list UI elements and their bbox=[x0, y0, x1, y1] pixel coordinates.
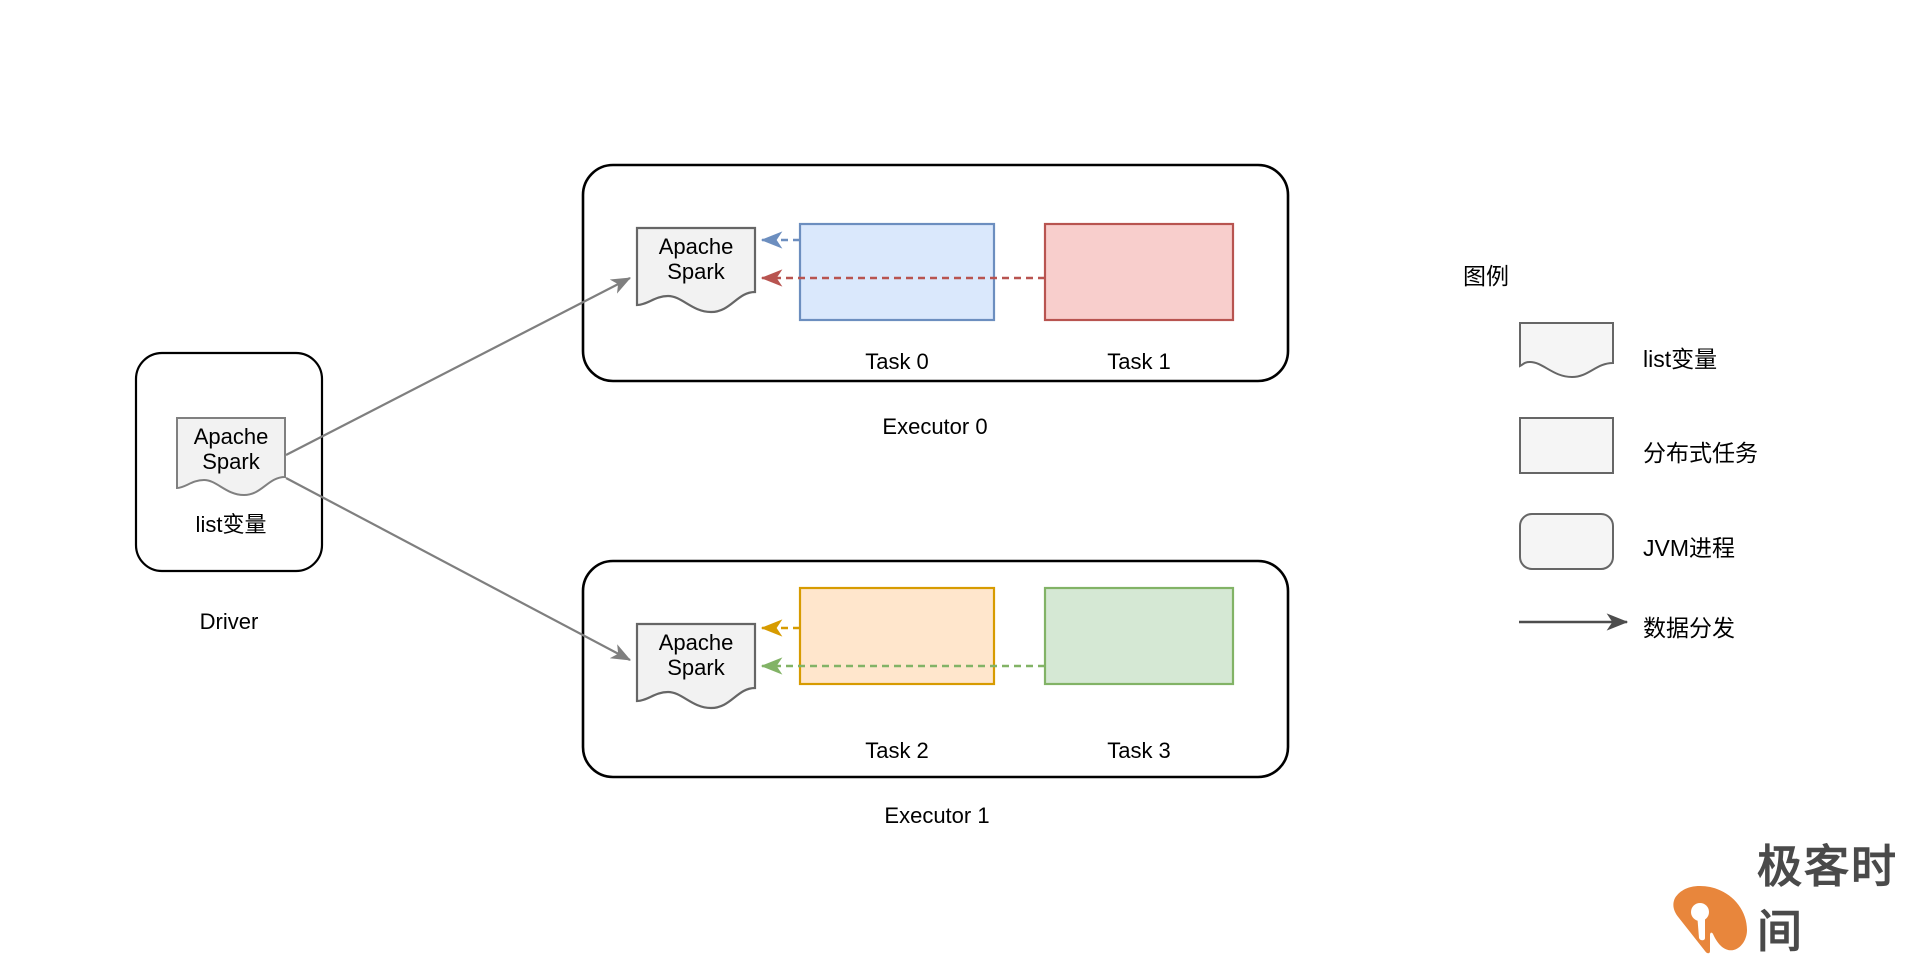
driver-spark-line-1: Apache bbox=[193, 424, 269, 449]
legend-jvm-shape bbox=[1519, 513, 1614, 570]
executor-0-spark-label: Apache Spark bbox=[659, 234, 734, 285]
task-3-box bbox=[1043, 586, 1235, 686]
task-0-label: Task 0 bbox=[865, 349, 929, 374]
executor-0-spark-shape bbox=[635, 226, 757, 314]
driver-list-variable-label: list变量 bbox=[195, 512, 267, 537]
legend-title: 图例 bbox=[1463, 263, 1509, 289]
task-2-box bbox=[798, 586, 996, 686]
driver-label: Driver bbox=[199, 609, 259, 634]
legend-item-task-label: 分布式任务 bbox=[1643, 440, 1758, 466]
watermark-text: 极客时间 bbox=[1757, 840, 1899, 958]
legend-item-list-variable-label: list变量 bbox=[1643, 346, 1718, 372]
driver-list-variable-shape bbox=[176, 417, 286, 497]
executor-1-spark-shape bbox=[635, 622, 757, 710]
executor-0-spark-line-2: Spark bbox=[667, 259, 725, 285]
legend-item-jvm-label: JVM进程 bbox=[1643, 535, 1735, 561]
executor-1-spark-line-1: Apache bbox=[658, 630, 734, 655]
driver-to-executor-1-arrow bbox=[285, 477, 631, 661]
legend-task-shape bbox=[1519, 417, 1614, 474]
task-1-box bbox=[1043, 222, 1235, 322]
task-0-box bbox=[798, 222, 996, 322]
executor-1-spark-label: Apache Spark bbox=[659, 630, 734, 681]
watermark: 极客时间 bbox=[1757, 830, 1920, 960]
driver-spark-line-2: Spark bbox=[202, 449, 260, 475]
legend-list-variable-shape bbox=[1519, 322, 1614, 379]
executor-0-label: Executor 0 bbox=[882, 414, 988, 439]
task-3-label: Task 3 bbox=[1107, 738, 1171, 763]
executor-1-spark-line-2: Spark bbox=[667, 655, 725, 681]
driver-spark-label: Apache Spark bbox=[194, 424, 269, 475]
driver-to-executor-0-arrow bbox=[285, 277, 631, 456]
legend-item-data-distribution-label: 数据分发 bbox=[1643, 615, 1735, 641]
executor-0-spark-line-1: Apache bbox=[658, 234, 734, 259]
geektime-logo-icon bbox=[1673, 886, 1747, 954]
task-2-label: Task 2 bbox=[865, 738, 929, 763]
task-1-label: Task 1 bbox=[1107, 349, 1171, 374]
executor-1-label: Executor 1 bbox=[884, 803, 990, 828]
